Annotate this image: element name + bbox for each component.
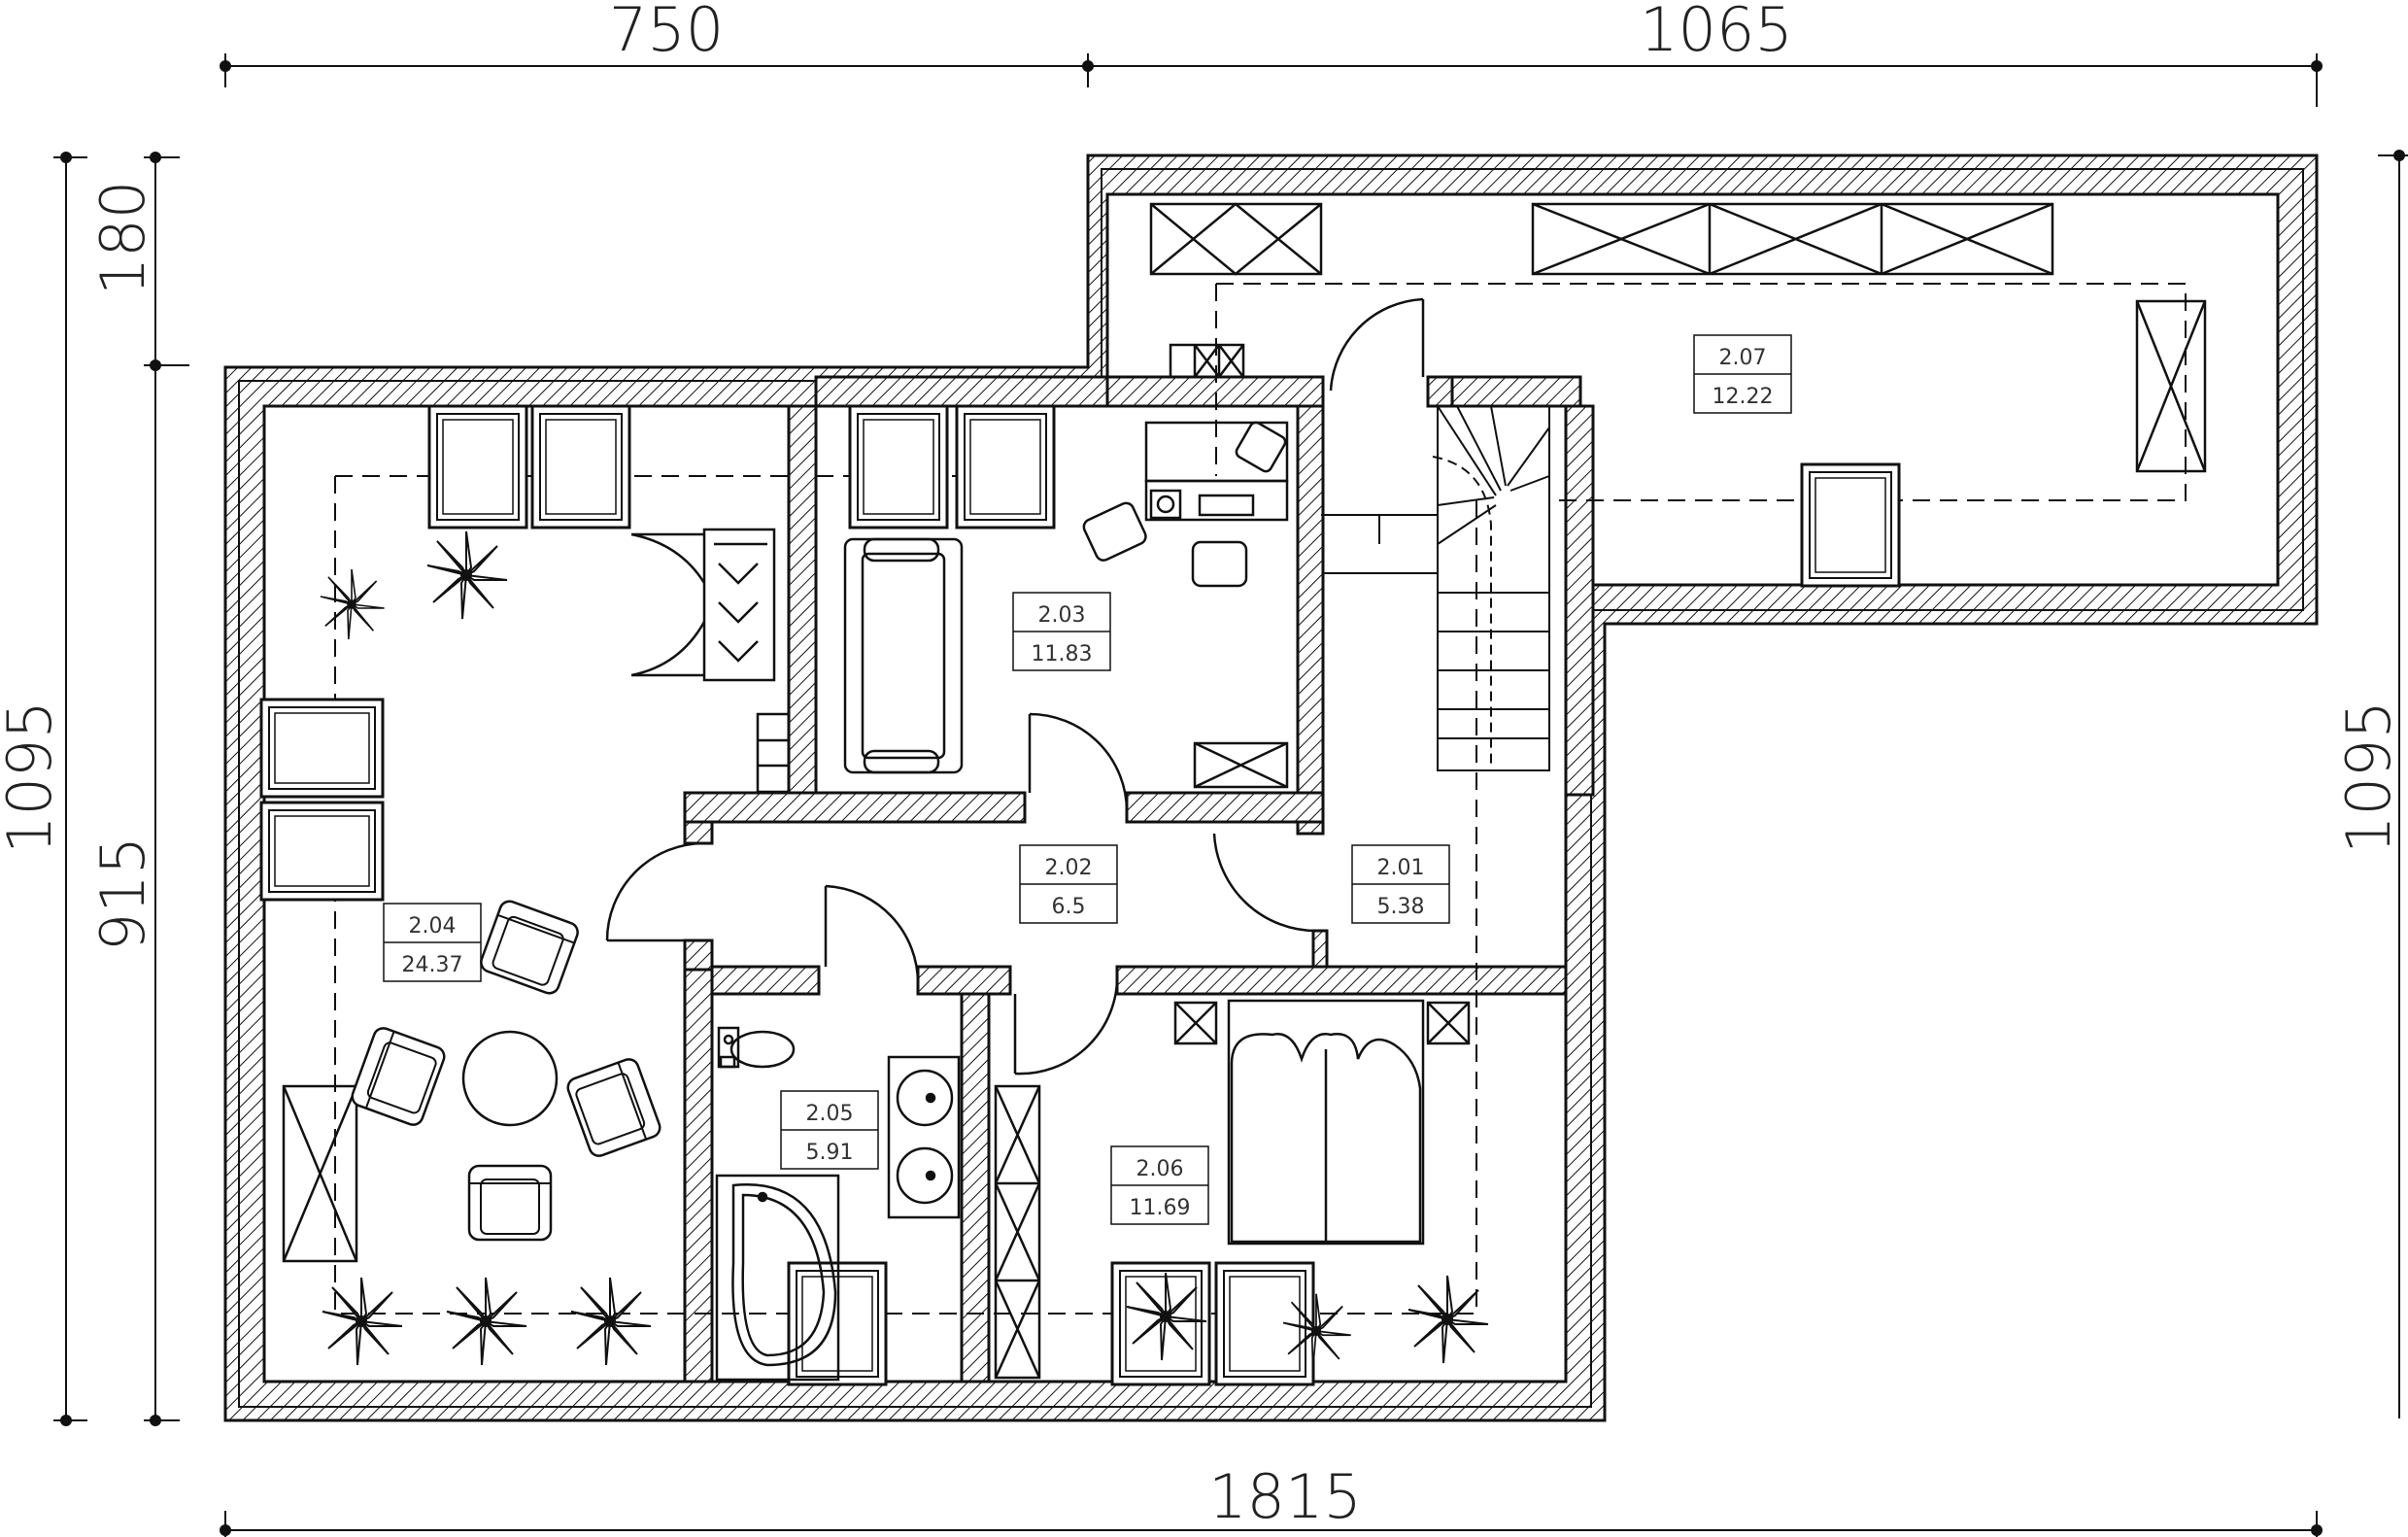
storage-cabinets bbox=[282, 202, 2207, 1380]
doors bbox=[605, 297, 1425, 1076]
dim-left-outer: 1095 bbox=[0, 700, 65, 854]
room-label-text: 2.01 5.38 2.02 6.5 2.03 11.83 2.04 24.37… bbox=[402, 346, 1774, 1220]
window bbox=[259, 801, 385, 902]
room-id: 2.05 bbox=[806, 1102, 854, 1126]
dim-left-upper: 180 bbox=[87, 181, 158, 295]
room-area: 5.38 bbox=[1377, 895, 1425, 919]
dim-right: 1095 bbox=[2333, 700, 2404, 854]
room-id: 2.06 bbox=[1136, 1157, 1184, 1181]
furniture bbox=[320, 421, 1489, 1382]
room-area: 6.5 bbox=[1052, 895, 1086, 919]
dim-bottom: 1815 bbox=[1208, 1461, 1362, 1532]
window bbox=[530, 404, 631, 529]
dim-top-left: 750 bbox=[609, 0, 724, 65]
window bbox=[848, 404, 949, 529]
dim-top-right: 1065 bbox=[1640, 0, 1793, 65]
room-labels bbox=[383, 334, 1792, 1225]
room-id: 2.04 bbox=[409, 914, 457, 939]
window bbox=[1214, 1261, 1315, 1386]
dimension-ticks bbox=[60, 60, 2405, 1536]
room-area: 12.22 bbox=[1713, 385, 1774, 409]
interior-walls bbox=[683, 375, 1595, 1383]
window bbox=[955, 404, 1056, 529]
room-area: 11.69 bbox=[1130, 1196, 1191, 1220]
window bbox=[259, 698, 385, 799]
staircase bbox=[1321, 405, 1550, 771]
room-id: 2.03 bbox=[1038, 603, 1086, 628]
room-area: 11.83 bbox=[1032, 642, 1093, 666]
room-id: 2.01 bbox=[1377, 856, 1425, 880]
room-id: 2.07 bbox=[1719, 346, 1767, 370]
dim-left-lower: 915 bbox=[87, 837, 158, 951]
room-id: 2.02 bbox=[1045, 856, 1093, 880]
room-area: 5.91 bbox=[806, 1141, 854, 1165]
window bbox=[1800, 462, 1901, 588]
window bbox=[427, 404, 528, 529]
room-area: 24.37 bbox=[402, 953, 463, 977]
